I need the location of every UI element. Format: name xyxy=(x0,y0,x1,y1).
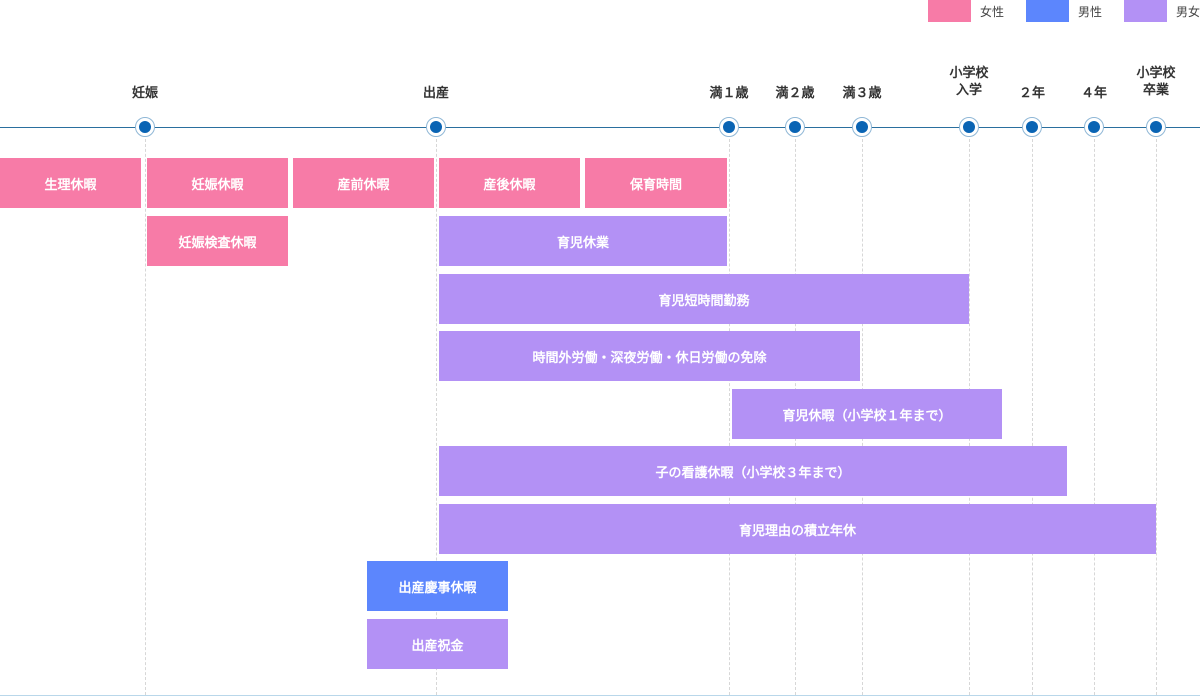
bar-prenatal-leave: 産前休暇 xyxy=(293,158,434,208)
guide-age1 xyxy=(729,129,730,695)
bar-birth-gift: 出産祝金 xyxy=(367,619,508,669)
guide-pregnancy xyxy=(145,129,146,695)
milestone-label-elem-grad: 小学校 卒業 xyxy=(1111,65,1200,99)
milestone-dot-age3 xyxy=(852,117,872,137)
bar-paternity-leave: 出産慶事休暇 xyxy=(367,561,508,611)
milestone-label-birth: 出産 xyxy=(422,86,449,101)
milestone-label-age1: 満１歳 xyxy=(709,86,749,101)
legend-item-female: 女性 xyxy=(927,0,1004,22)
milestone-label-elem-entry-line2: 入学 xyxy=(955,83,982,98)
bar-child-nursing-leave: 子の看護休暇（小学校３年まで） xyxy=(439,446,1067,496)
milestone-dot-grade2 xyxy=(1022,117,1042,137)
legend-swatch-both xyxy=(1123,0,1167,22)
bottom-border xyxy=(0,695,1200,696)
bar-childcare-leave: 育児休業 xyxy=(439,216,727,266)
milestone-dot-birth xyxy=(426,117,446,137)
milestone-dot-elem-grad xyxy=(1146,117,1166,137)
guide-birth xyxy=(436,129,437,695)
timeline-axis xyxy=(0,127,1200,128)
legend-label-male: 男性 xyxy=(1077,4,1102,19)
milestone-dot-grade4 xyxy=(1084,117,1104,137)
bar-overtime-exemption: 時間外労働・深夜労働・休日労働の免除 xyxy=(439,331,860,381)
milestone-label-elem-grad-line2: 卒業 xyxy=(1142,83,1169,98)
milestone-label-elem-entry: 小学校 入学 xyxy=(924,65,1014,99)
legend-item-both: 男女 xyxy=(1123,0,1200,22)
milestone-label-elem-grad-line1: 小学校 xyxy=(1136,66,1176,81)
bar-childcare-leave-elem1: 育児休暇（小学校１年まで） xyxy=(732,389,1002,439)
bar-accumulated-leave: 育児理由の積立年休 xyxy=(439,504,1156,554)
guide-grade4 xyxy=(1094,129,1095,695)
legend-label-both: 男女 xyxy=(1175,4,1200,19)
bar-short-hours: 育児短時間勤務 xyxy=(439,274,969,324)
milestone-dot-elem-entry xyxy=(959,117,979,137)
bar-nursing-time: 保育時間 xyxy=(585,158,727,208)
milestone-dot-age1 xyxy=(719,117,739,137)
milestone-label-age3: 満３歳 xyxy=(842,86,882,101)
milestone-label-pregnancy: 妊娠 xyxy=(131,86,158,101)
legend-swatch-female xyxy=(927,0,971,22)
bar-postnatal-leave: 産後休暇 xyxy=(439,158,580,208)
bar-menstrual-leave: 生理休暇 xyxy=(0,158,141,208)
guide-grade2 xyxy=(1032,129,1033,695)
milestone-dot-age2 xyxy=(785,117,805,137)
legend-label-female: 女性 xyxy=(979,4,1004,19)
milestone-dot-pregnancy xyxy=(135,117,155,137)
bar-pregnancy-leave: 妊娠休暇 xyxy=(147,158,288,208)
milestone-label-elem-entry-line1: 小学校 xyxy=(949,66,989,81)
milestone-label-grade2: ２年 xyxy=(1018,86,1045,101)
bar-pregnancy-checkup-leave: 妊娠検査休暇 xyxy=(147,216,288,266)
guide-elem-grad xyxy=(1156,129,1157,695)
milestone-label-age2: 満２歳 xyxy=(775,86,815,101)
legend-swatch-male xyxy=(1025,0,1069,22)
legend-item-male: 男性 xyxy=(1025,0,1102,22)
legend: 女性 男性 男女 xyxy=(906,0,1200,22)
milestone-label-grade4: ４年 xyxy=(1080,86,1107,101)
